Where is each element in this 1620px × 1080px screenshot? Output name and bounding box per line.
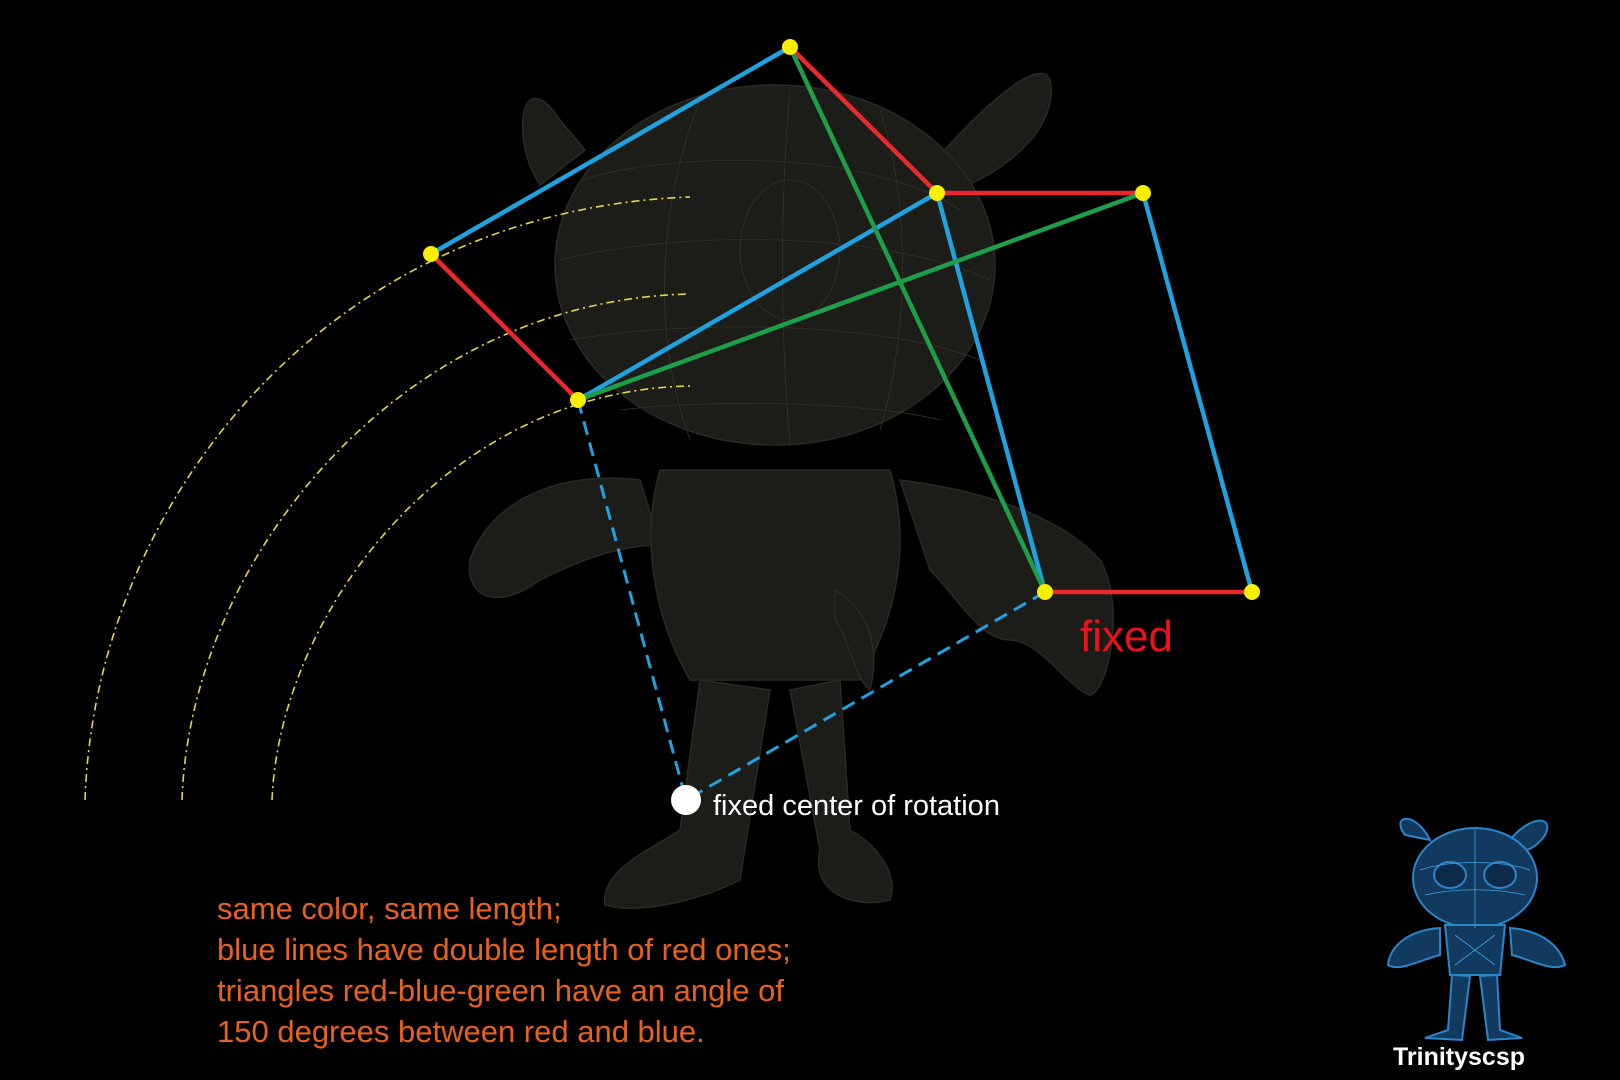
blue-line-2 bbox=[575, 190, 940, 403]
rotation-arc-inner bbox=[271, 385, 691, 801]
green-lines bbox=[575, 44, 1146, 595]
joint-point bbox=[1244, 584, 1260, 600]
center-of-rotation-label: fixed center of rotation bbox=[713, 790, 1000, 822]
joint-point bbox=[782, 39, 798, 55]
green-line-1 bbox=[787, 44, 1048, 595]
rotation-arc-outer bbox=[84, 196, 691, 801]
joint-points bbox=[423, 39, 1260, 600]
rotation-arc-middle bbox=[181, 293, 691, 801]
rotation-arcs bbox=[84, 196, 691, 801]
caption-line-3: triangles red-blue-green have an angle o… bbox=[217, 973, 784, 1008]
joint-point bbox=[929, 185, 945, 201]
red-lines bbox=[428, 44, 1255, 595]
joint-point bbox=[1037, 584, 1053, 600]
logo-text: Trinityscsp bbox=[1393, 1043, 1525, 1071]
center-of-rotation-point bbox=[671, 785, 701, 815]
joint-point bbox=[1135, 185, 1151, 201]
joint-point bbox=[423, 246, 439, 262]
fixed-label: fixed bbox=[1080, 612, 1173, 661]
blue-line-1 bbox=[428, 44, 793, 257]
green-line-2 bbox=[575, 190, 1146, 403]
red-line-1 bbox=[428, 251, 581, 403]
caption-line-2: blue lines have double length of red one… bbox=[217, 932, 791, 967]
joint-point bbox=[570, 392, 586, 408]
rotation-radius-lines bbox=[576, 399, 1046, 802]
blue-line-4 bbox=[1140, 190, 1255, 595]
trinityscsp-logo-icon bbox=[1386, 817, 1567, 1042]
caption-line-4: 150 degrees between red and blue. bbox=[217, 1014, 705, 1049]
red-line-2 bbox=[787, 44, 940, 196]
blue-lines bbox=[428, 44, 1255, 595]
radius-line-1 bbox=[576, 399, 688, 801]
caption-line-1: same color, same length; bbox=[217, 891, 562, 926]
explanation-caption: same color, same length; blue lines have… bbox=[217, 888, 977, 1052]
logo-mesh bbox=[1419, 830, 1531, 966]
character-silhouette-icon bbox=[468, 72, 1114, 909]
radius-line-2 bbox=[685, 590, 1046, 802]
